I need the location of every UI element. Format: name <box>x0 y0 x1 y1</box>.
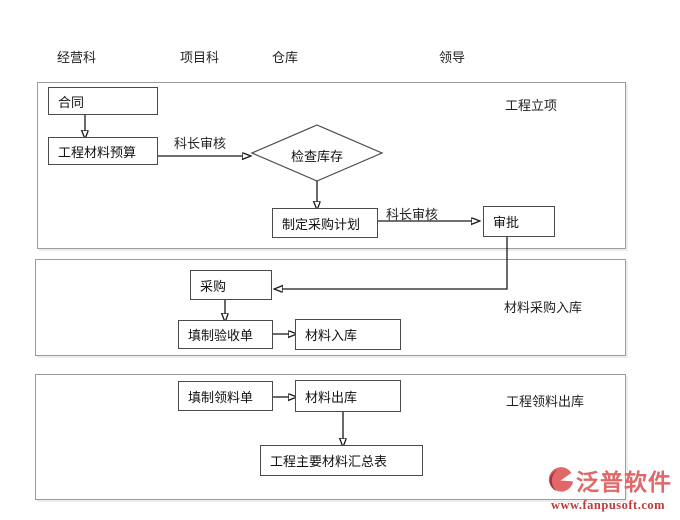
node-approval: 审批 <box>483 206 555 237</box>
vendor-url[interactable]: www.fanpusoft.com <box>551 498 666 512</box>
node-contract: 合同 <box>48 87 158 115</box>
section-label-material-purchase-inbound: 材料采购入库 <box>504 300 583 315</box>
section-material-purchase-inbound <box>35 259 626 356</box>
section-label-requisition-outbound: 工程领料出库 <box>506 394 585 409</box>
fanpu-logo-icon <box>547 467 574 498</box>
vendor-brand-text: 泛普软件 <box>576 469 672 495</box>
section-label-project-initiation: 工程立项 <box>505 98 558 113</box>
node-fill-acceptance-form: 填制验收单 <box>178 320 273 349</box>
edge-label-chief-review-1: 科长审核 <box>174 136 227 151</box>
node-make-purchase-plan: 制定采购计划 <box>272 208 378 238</box>
node-material-inbound: 材料入库 <box>295 319 401 350</box>
node-material-outbound: 材料出库 <box>295 380 401 412</box>
node-fill-requisition-form: 填制领料单 <box>178 381 273 411</box>
node-material-summary-table: 工程主要材料汇总表 <box>260 445 423 476</box>
lane-header-leadership: 领导 <box>439 50 466 65</box>
edge-approval-to-purchase <box>282 237 508 289</box>
edge-label-chief-review-2: 科长审核 <box>386 207 439 222</box>
lane-header-business-dept: 经营科 <box>57 50 97 65</box>
node-check-inventory: 检查库存 <box>290 149 343 164</box>
section-project-initiation <box>37 82 626 249</box>
lane-header-project-dept: 项目科 <box>180 50 220 65</box>
vendor-logo[interactable]: 泛普软件 www.fanpusoft.com <box>547 467 672 512</box>
section-material-requisition-outbound <box>35 374 626 500</box>
node-material-budget: 工程材料预算 <box>48 137 158 165</box>
node-purchase: 采购 <box>190 270 272 300</box>
lane-header-warehouse: 仓库 <box>272 50 299 65</box>
